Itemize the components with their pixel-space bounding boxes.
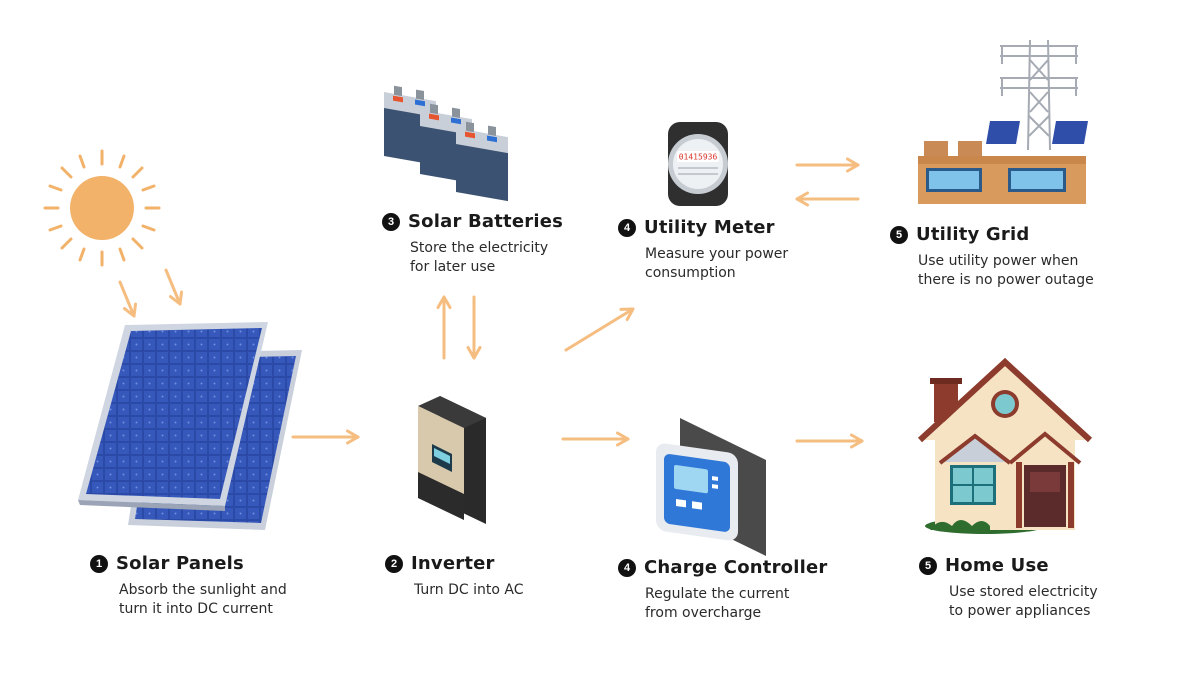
home-use-label: 5 Home Use Use stored electricity to pow… xyxy=(919,555,1098,621)
inverter-icon xyxy=(418,396,486,524)
solar-panel-icon xyxy=(78,322,302,530)
component-title: Utility Grid xyxy=(916,224,1030,245)
charge-controller-label: 4 Charge Controller Regulate the current… xyxy=(618,557,827,623)
step-number-badge: 5 xyxy=(890,225,908,244)
solar-batteries-label: 3 Solar Batteries Store the electricity … xyxy=(382,211,563,277)
component-title: Utility Meter xyxy=(644,217,775,238)
arrow-inverter-to-meter xyxy=(564,307,635,352)
arrow-sun-to-panel-2 xyxy=(164,268,184,306)
meter-icon xyxy=(668,122,728,206)
inverter-label: 2 Inverter Turn DC into AC xyxy=(385,553,524,600)
component-description: Store the electricity for later use xyxy=(410,240,549,275)
component-description: Measure your power consumption xyxy=(645,246,789,281)
step-number-badge: 5 xyxy=(919,556,937,575)
component-title: Home Use xyxy=(945,555,1049,576)
meter-reading: 01415936 xyxy=(679,153,718,162)
house-icon xyxy=(917,357,1093,534)
charge-controller-icon xyxy=(656,418,766,556)
sun-icon xyxy=(43,149,161,267)
step-number-badge: 4 xyxy=(618,218,636,237)
flow-arrows xyxy=(118,157,864,449)
utility-grid-label: 5 Utility Grid Use utility power when th… xyxy=(890,224,1094,290)
utility-grid-icon xyxy=(918,39,1088,204)
solar-panels-label: 1 Solar Panels Absorb the sunlight and t… xyxy=(90,553,287,619)
arrow-sun-to-panel-1 xyxy=(118,280,138,318)
component-description: Use utility power when there is no power… xyxy=(918,253,1094,288)
component-title: Solar Panels xyxy=(116,553,244,574)
component-description: Absorb the sunlight and turn it into DC … xyxy=(119,582,287,617)
component-description: Regulate the current from overcharge xyxy=(645,586,790,621)
utility-meter-label: 4 Utility Meter Measure your power consu… xyxy=(618,217,788,283)
component-title: Charge Controller xyxy=(644,557,828,578)
step-number-badge: 3 xyxy=(382,212,400,231)
component-title: Solar Batteries xyxy=(408,211,564,232)
component-description: Use stored electricity to power applianc… xyxy=(949,584,1098,619)
battery-icon xyxy=(384,85,508,202)
component-description: Turn DC into AC xyxy=(414,582,524,598)
step-number-badge: 2 xyxy=(385,554,403,573)
step-number-badge: 1 xyxy=(90,554,108,573)
step-number-badge: 4 xyxy=(618,558,636,577)
component-title: Inverter xyxy=(411,553,495,574)
